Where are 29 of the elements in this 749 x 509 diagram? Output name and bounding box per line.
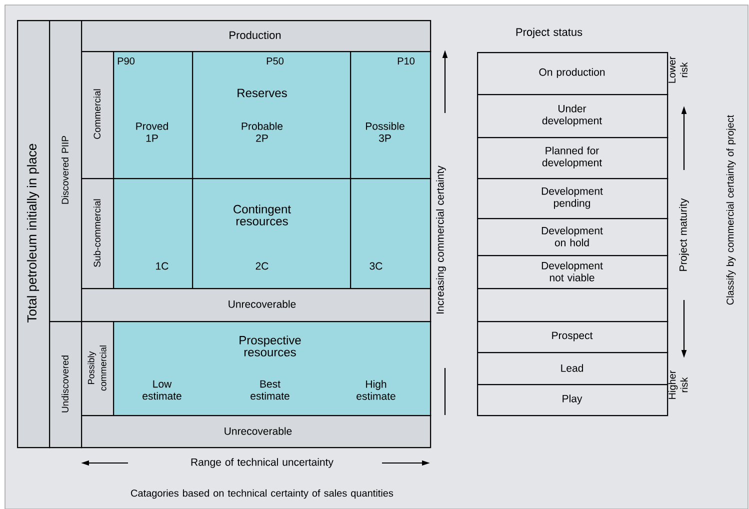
risk-label: Higher risk [668,370,688,399]
status-box: On production [477,52,668,96]
status-box [477,288,668,322]
reserves-cell: P50 Reserves Probable 2P [192,51,352,180]
footnote: Catagories based on technical certainty of sales quantities [131,489,394,499]
risk-label: Lower risk [668,56,688,83]
axis-label: Classify by commercial certainty of project [726,114,736,305]
resources-cell: Contingent resources 2C [192,178,352,290]
row-cell: Sub-commercial [81,178,114,290]
resources-cell: Prospective resources Low estimate Best estimate High estimate [113,321,432,416]
axis-label: Increasing commercial certainty [436,166,446,314]
status-box: Play [477,384,668,416]
status-box: Development not viable [477,255,668,290]
row-cell: Commercial [81,51,114,180]
resources-cell: 3C [350,178,432,290]
status-box: Development pending [477,178,668,220]
status-box: Planned for development [477,137,668,180]
axis-label: Project maturity [679,198,689,271]
status-box: Lead [477,352,668,386]
axis-label: Range of technical uncertainty [191,458,334,468]
status-box: Prospect [477,321,668,354]
reserves-cell: P10 Possible 3P [350,51,432,180]
status-box: Development on hold [477,218,668,256]
resources-cell: 1C [113,178,194,290]
row-cell: Possibly commercial [81,321,114,416]
column-cell: Undiscovered [49,321,82,448]
status-box: Under development [477,94,668,138]
column-heading: Project status [516,28,582,38]
reserves-cell: P90 Proved 1P [113,51,194,180]
